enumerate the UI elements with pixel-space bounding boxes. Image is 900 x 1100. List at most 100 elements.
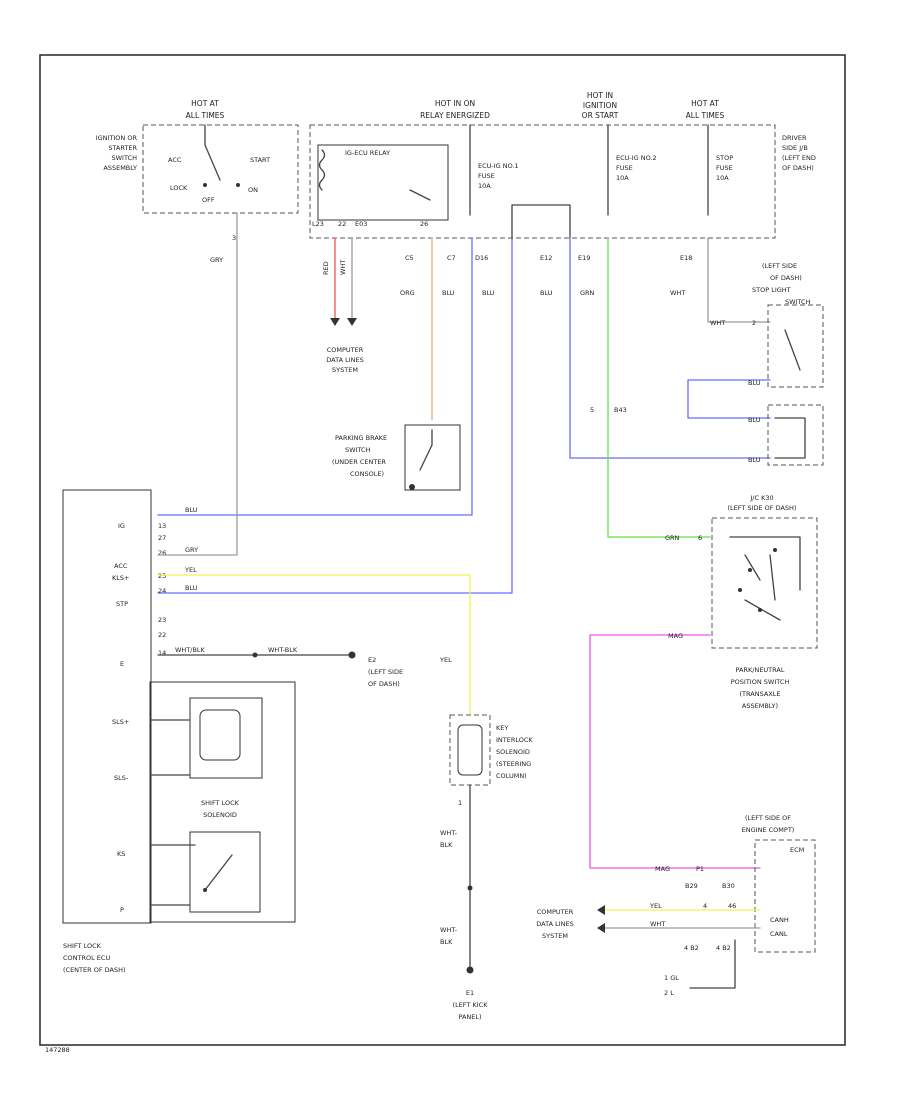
- stop-light-blu-a: BLU: [748, 379, 761, 387]
- svg-text:HOT AT: HOT AT: [691, 99, 719, 108]
- svg-text:START: START: [250, 156, 270, 164]
- ignition-pin-3: 3: [232, 234, 236, 242]
- svg-text:P: P: [120, 906, 124, 914]
- ignition-switch-positions: ACC LOCK OFF START ON: [168, 156, 270, 204]
- stop-light-wht-label: WHT: [710, 319, 725, 327]
- arrow-red: [330, 318, 340, 326]
- svg-text:13: 13: [158, 522, 166, 530]
- parking-brake-ground: [409, 484, 415, 490]
- svg-text:SWITCH: SWITCH: [112, 154, 138, 162]
- ecu-pin-labels: IG ACC KLS+ STP E SLS+ SLS- KS P: [112, 522, 129, 914]
- svg-text:OF DASH): OF DASH): [770, 274, 802, 282]
- power-hot-at-all-times-2: HOT AT ALL TIMES: [686, 99, 725, 120]
- svg-text:HOT IN: HOT IN: [587, 91, 613, 100]
- pn-node-2: [738, 588, 742, 592]
- svg-text:23: 23: [158, 616, 166, 624]
- junction-block-box: [309, 124, 776, 239]
- wire-wht-label: WHT: [339, 260, 347, 275]
- fuse-ecu-ig-1: ECU-IG NO.1 FUSE 10A: [469, 124, 519, 216]
- svg-text:COMPUTER: COMPUTER: [537, 908, 574, 916]
- ecm-canl: CANL: [770, 930, 788, 938]
- ignition-switch-node: [203, 183, 207, 187]
- svg-text:SHIFT LOCK: SHIFT LOCK: [201, 799, 240, 807]
- ks-switch-contact: [149, 844, 233, 906]
- ecm-b30: B30: [722, 882, 735, 890]
- svg-text:SWITCH: SWITCH: [785, 298, 811, 306]
- ecu-pin-numbers: 13 27 26 25 24 23 22 14: [158, 522, 166, 657]
- shift-lock-ecu-label: SHIFT LOCK CONTROL ECU (CENTER OF DASH): [63, 942, 126, 974]
- relay-pin-l23: L23: [312, 220, 324, 228]
- svg-text:E2: E2: [368, 656, 376, 664]
- wire-grn: [607, 237, 711, 538]
- ignition-switch-contact: [204, 124, 221, 181]
- ecm-computer-data-label: COMPUTER DATA LINES SYSTEM: [536, 908, 573, 940]
- conn-e18: E18: [680, 254, 692, 262]
- svg-text:IGNITION: IGNITION: [583, 101, 617, 110]
- svg-text:ACC: ACC: [114, 562, 128, 570]
- ecm-location-label: (LEFT SIDE OF ENGINE COMPT): [742, 814, 795, 834]
- ground-e1: [466, 966, 474, 974]
- svg-text:DATA LINES: DATA LINES: [536, 920, 573, 928]
- svg-text:ALL TIMES: ALL TIMES: [186, 111, 225, 120]
- svg-text:ALL TIMES: ALL TIMES: [686, 111, 725, 120]
- svg-text:ASSEMBLY): ASSEMBLY): [742, 702, 778, 710]
- parking-brake-label: PARKING BRAKE SWITCH (UNDER CENTER CONSO…: [332, 434, 387, 478]
- ecm-box: [754, 839, 816, 953]
- key-interlock-yel: YEL: [439, 656, 452, 664]
- pn-mag-label: MAG: [668, 632, 683, 640]
- stop-light-contact: [784, 329, 801, 371]
- svg-text:COMPUTER: COMPUTER: [327, 346, 364, 354]
- svg-text:4 B2: 4 B2: [684, 944, 699, 952]
- solenoid-leads: [149, 719, 191, 776]
- stop-light-blu-b: BLU: [748, 416, 761, 424]
- stop-light-pin2: 2: [752, 319, 756, 327]
- svg-text:24: 24: [158, 587, 166, 595]
- svg-text:27: 27: [158, 534, 166, 542]
- pn-node-3: [758, 608, 762, 612]
- svg-text:HOT IN ON: HOT IN ON: [435, 99, 475, 108]
- wire-org-label: ORG: [400, 289, 415, 297]
- power-hot-in-ignition: HOT IN IGNITION OR START: [582, 91, 619, 120]
- jc-grn-label: GRN: [665, 534, 680, 542]
- ecu-blu-label: BLU: [185, 506, 198, 514]
- key-interlock-wire2: BLK: [440, 841, 453, 849]
- park-neutral-label: PARK/NEUTRAL POSITION SWITCH (TRANSAXLE …: [731, 666, 790, 710]
- ignition-switch-node-on: [236, 183, 240, 187]
- svg-text:STOP LIGHT: STOP LIGHT: [752, 286, 791, 294]
- stop-light-blu-c: BLU: [748, 456, 761, 464]
- svg-text:SOLENOID: SOLENOID: [203, 811, 237, 819]
- wire-mag: [589, 634, 761, 869]
- svg-text:PARK/NEUTRAL: PARK/NEUTRAL: [736, 666, 785, 674]
- wire-gry: [157, 212, 238, 556]
- svg-text:ACC: ACC: [168, 156, 182, 164]
- svg-text:(LEFT SIDE OF DASH): (LEFT SIDE OF DASH): [728, 504, 797, 512]
- svg-text:SWITCH: SWITCH: [345, 446, 371, 454]
- svg-text:POSITION SWITCH: POSITION SWITCH: [731, 678, 790, 686]
- svg-text:SLS-: SLS-: [114, 774, 129, 782]
- svg-text:14: 14: [158, 649, 166, 657]
- svg-text:(LEFT KICK: (LEFT KICK: [453, 1001, 489, 1009]
- parking-brake-contact: [419, 429, 433, 471]
- wire-jb-link: [511, 204, 571, 239]
- solenoid-label: SHIFT LOCK SOLENOID: [201, 799, 240, 819]
- wire-blu-stp: [157, 237, 513, 594]
- stop-light-switch-box: [767, 304, 824, 388]
- svg-text:FUSE: FUSE: [616, 164, 633, 172]
- svg-text:OR START: OR START: [582, 111, 619, 120]
- svg-text:ECU-IG NO.1: ECU-IG NO.1: [478, 162, 519, 170]
- key-interlock-wire1: WHT-: [440, 829, 458, 837]
- shift-lock-solenoid: [189, 697, 263, 779]
- diagram-id: 147288: [45, 1046, 70, 1054]
- diagram-frame: [39, 54, 846, 1046]
- wire-ecm-lower: [689, 939, 736, 989]
- wire-blu-stop-light: [569, 237, 771, 459]
- conn-e19: E19: [578, 254, 590, 262]
- stop-light-lower-box: [767, 404, 824, 466]
- ground-e1-label: E1 (LEFT KICK PANEL): [453, 989, 489, 1021]
- wire-blu-ig: [157, 237, 473, 516]
- ground-e1-wire2: BLK: [440, 938, 453, 946]
- svg-text:(LEFT SIDE OF: (LEFT SIDE OF: [745, 814, 791, 822]
- ecm-p1: P1: [696, 865, 704, 873]
- svg-text:FUSE: FUSE: [478, 172, 495, 180]
